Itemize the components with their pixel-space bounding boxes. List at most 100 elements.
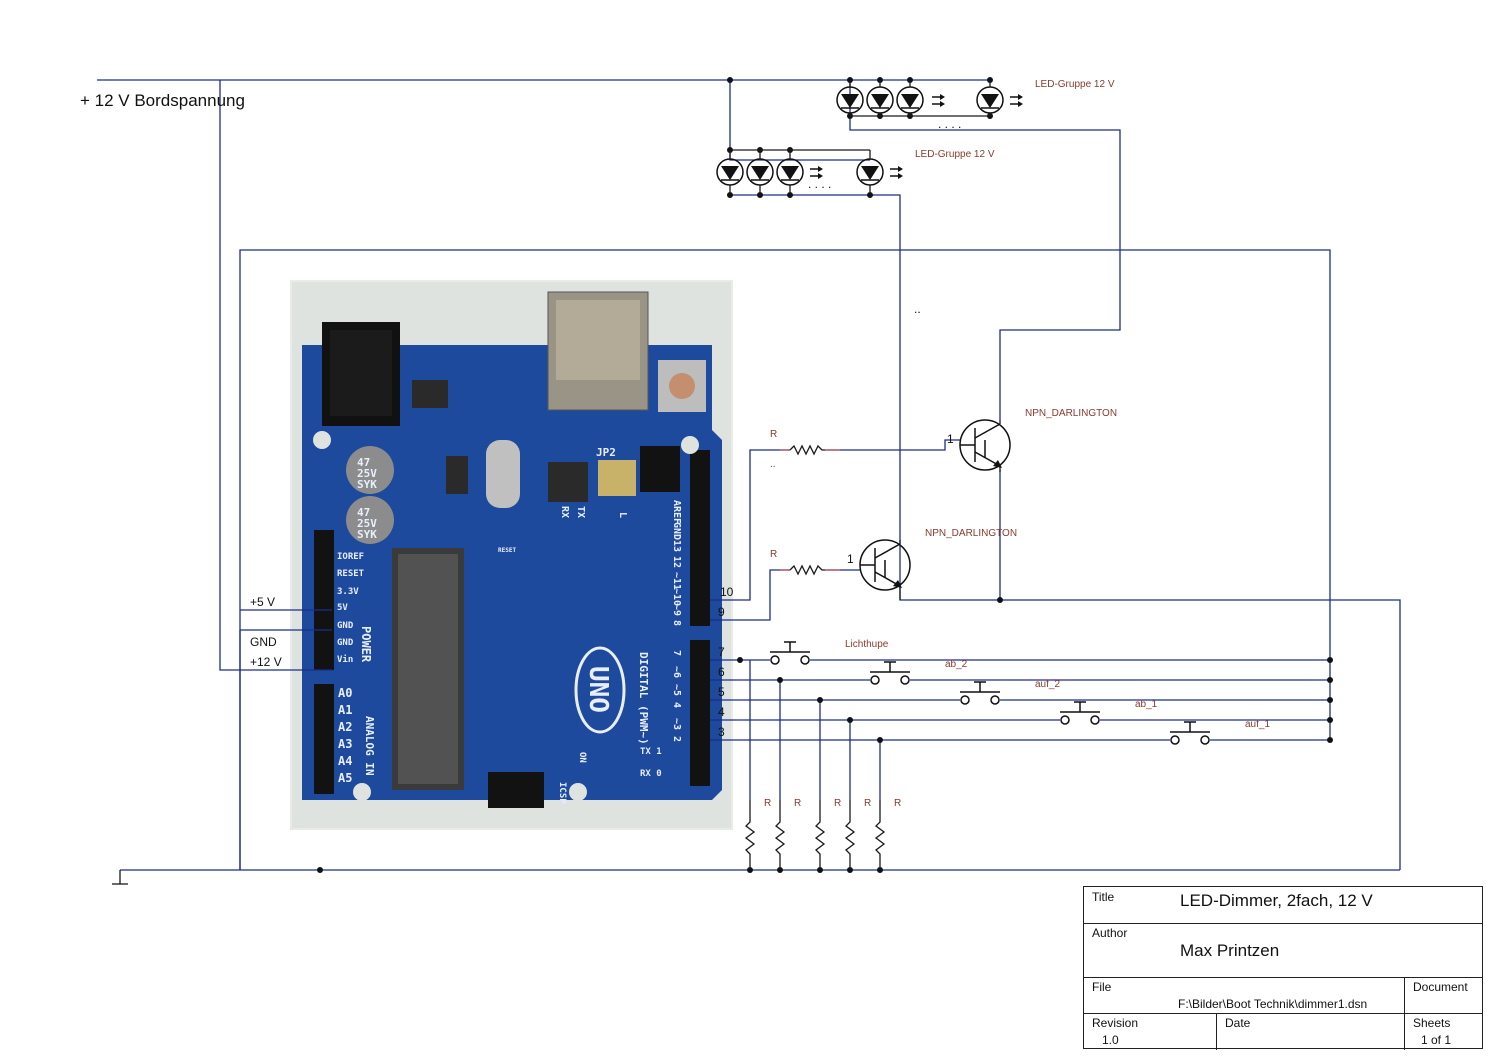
base-resistor-upper: R .. — [770, 429, 840, 470]
title-label: Title — [1092, 890, 1115, 904]
svg-text:A1: A1 — [338, 703, 352, 717]
svg-text:ab_2: ab_2 — [945, 659, 968, 670]
led-icon — [716, 158, 744, 186]
svg-text:R: R — [864, 798, 871, 809]
svg-text:~3: ~3 — [671, 718, 682, 730]
on-label: ON — [577, 752, 587, 763]
switch-ab-2: ab_2 — [870, 659, 968, 685]
tx-label: TX — [575, 506, 586, 518]
svg-text:R: R — [834, 798, 841, 809]
svg-text:IOREF: IOREF — [337, 552, 364, 562]
svg-text:3.3V: 3.3V — [337, 587, 359, 597]
led-group-2-label: LED-Gruppe 12 V — [915, 149, 995, 160]
cap-1-label: 47 — [357, 456, 370, 469]
pulldown-resistor: R — [814, 798, 841, 870]
svg-text:Vin: Vin — [337, 654, 353, 665]
led-group-1: LED-Gruppe 12 V . . . . — [836, 79, 1115, 131]
svg-text:~10: ~10 — [671, 588, 682, 606]
cap-2-label: 47 — [357, 506, 370, 519]
svg-text:25V: 25V — [357, 517, 377, 530]
date-cell: Date — [1216, 1013, 1405, 1050]
svg-text:12: 12 — [671, 556, 682, 568]
sheets-label: Sheets — [1413, 1016, 1451, 1030]
file-label: File — [1092, 980, 1112, 994]
sheets-value: 1 of 1 — [1421, 1033, 1452, 1047]
svg-text:1: 1 — [947, 432, 954, 446]
transistor-2-label: NPN_DARLINGTON — [925, 528, 1017, 539]
svg-text:1: 1 — [847, 552, 854, 566]
svg-text:~9: ~9 — [671, 604, 682, 616]
light-arrows-icon — [810, 166, 903, 179]
icsp-label: ICSP — [557, 782, 567, 804]
svg-text:SYK: SYK — [357, 528, 377, 541]
switch-lichthupe: Lichthupe — [770, 639, 889, 665]
npn-darlington-upper: 1 NPN_DARLINGTON — [947, 408, 1117, 472]
switch-auf-1: auf_1 — [1170, 719, 1270, 745]
svg-text:8: 8 — [671, 620, 682, 626]
wire-dots: .. — [914, 302, 921, 316]
jp2-label: JP2 — [596, 446, 616, 459]
power-pin-labels: IOREF RESET 3.3V 5V GND GND Vin — [337, 552, 365, 665]
author-label: Author — [1092, 926, 1128, 940]
svg-text:TX 1: TX 1 — [640, 747, 662, 757]
document-title: LED-Dimmer, 2fach, 12 V — [1180, 891, 1373, 910]
power-header-label: POWER — [359, 626, 373, 663]
svg-text:5: 5 — [718, 685, 725, 699]
title-block: Title LED-Dimmer, 2fach, 12 V Author Max… — [1083, 886, 1483, 1050]
svg-text:2: 2 — [671, 736, 682, 742]
svg-text:4: 4 — [718, 705, 725, 719]
ground-symbol — [112, 870, 128, 885]
l-label: L — [617, 512, 628, 518]
svg-text:25V: 25V — [357, 467, 377, 480]
svg-text:auf_1: auf_1 — [1245, 719, 1270, 730]
board-name: UNO — [583, 666, 613, 713]
svg-text:A3: A3 — [338, 737, 352, 751]
sheets-cell: Sheets 1 of 1 — [1404, 1013, 1482, 1050]
base-resistor-lower: R — [770, 549, 840, 576]
svg-text:3: 3 — [718, 725, 725, 739]
led-icon — [746, 158, 774, 186]
file-path: F:\Bilder\Boot Technik\dimmer1.dsn — [1178, 997, 1368, 1011]
document-cell: Document — [1404, 977, 1482, 1013]
pulldown-resistor: R — [844, 798, 871, 870]
led-group-2: LED-Gruppe 12 V . . . . — [716, 149, 995, 195]
svg-text:9: 9 — [718, 605, 725, 619]
transistor-1-label: NPN_DARLINGTON — [1025, 408, 1117, 419]
pulldown-resistor: R — [774, 798, 801, 870]
svg-text:~11: ~11 — [671, 572, 682, 590]
svg-text:13: 13 — [671, 540, 682, 552]
svg-text:A2: A2 — [338, 720, 352, 734]
reset-label: RESET — [498, 547, 516, 554]
svg-text:7: 7 — [671, 650, 682, 656]
revision-value: 1.0 — [1102, 1033, 1119, 1047]
revision-row: Revision 1.0 Date Sheets 1 of 1 — [1084, 1013, 1482, 1050]
svg-text:R: R — [764, 798, 771, 809]
svg-text:A0: A0 — [338, 686, 352, 700]
led-group-1-label: LED-Gruppe 12 V — [1035, 79, 1115, 90]
svg-text:6: 6 — [718, 665, 725, 679]
author-name: Max Printzen — [1180, 941, 1280, 960]
svg-text:~5: ~5 — [671, 684, 682, 696]
led-group-2-dots: . . . . — [808, 177, 831, 191]
svg-text:R: R — [894, 798, 901, 809]
switch-auf-2: auf_2 — [960, 679, 1060, 705]
analog-pin-labels: A0 A1 A2 A3 A4 A5 — [338, 686, 352, 785]
svg-text:ab_1: ab_1 — [1135, 699, 1158, 710]
svg-text:RX 0: RX 0 — [640, 769, 662, 779]
npn-darlington-lower: 1 NPN_DARLINGTON — [847, 528, 1017, 600]
pulldown-resistors: R R R R R — [744, 798, 901, 870]
arduino-board-photo: 47 25V SYK 47 25V SYK JP2 IOREF RESET 3.… — [290, 280, 733, 830]
svg-text:Lichthupe: Lichthupe — [845, 639, 889, 650]
svg-text:+12 V: +12 V — [250, 655, 282, 669]
svg-text:A4: A4 — [338, 754, 352, 768]
pulldown-resistor: R — [874, 798, 901, 870]
svg-text:R: R — [770, 549, 777, 560]
digital-pin-labels: AREF GND 13 12 ~11 ~10 ~9 8 7 ~6 ~5 4 ~3… — [640, 500, 682, 779]
svg-text:auf_2: auf_2 — [1035, 679, 1060, 690]
led-icon — [896, 86, 924, 114]
svg-text:7: 7 — [718, 645, 725, 659]
led-icon — [866, 86, 894, 114]
svg-text:R: R — [770, 429, 777, 440]
svg-text:+5 V: +5 V — [250, 595, 275, 609]
svg-text:..: .. — [770, 459, 776, 470]
